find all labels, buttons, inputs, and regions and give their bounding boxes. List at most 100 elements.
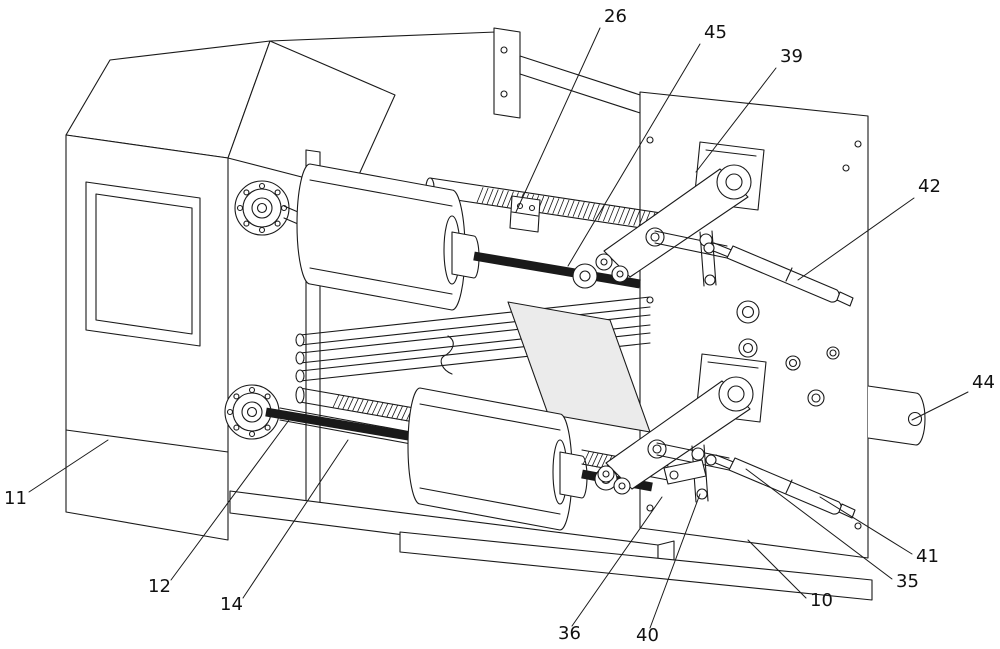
hatch-line	[591, 452, 599, 467]
roller-surface-line	[309, 179, 453, 207]
plate-hole	[788, 358, 798, 368]
arm-elbow-joint	[647, 439, 667, 459]
leader-line-10	[747, 539, 807, 599]
bolt-hole	[646, 504, 654, 512]
hatch-line	[567, 200, 575, 217]
bolt-hole	[274, 220, 281, 227]
ref-label-26: 26	[604, 6, 627, 27]
roller-bore	[616, 270, 624, 278]
hatch-line	[603, 205, 610, 222]
vertical-link-edge	[703, 444, 709, 502]
leader-line-41	[819, 496, 913, 555]
top-winding-shaft	[473, 251, 641, 289]
bottom-roller-body	[407, 387, 573, 531]
cylinder-band	[785, 267, 793, 282]
hatch-line	[381, 402, 389, 417]
roller-surface-line	[309, 267, 453, 295]
hatch-line	[376, 402, 384, 416]
hatch-line	[577, 201, 585, 218]
output-shaft-stub	[867, 385, 926, 446]
hatch-line	[481, 187, 489, 204]
vertical-link-edge	[711, 230, 717, 286]
rail-end-cap	[295, 351, 305, 365]
plate-edge-bolts	[646, 136, 862, 530]
leader-line-39	[695, 67, 777, 173]
plate-hole	[738, 338, 758, 358]
pinch-roller	[595, 253, 613, 271]
plate-hole	[742, 342, 754, 354]
ref-label-45: 45	[704, 22, 727, 43]
hatch-line	[342, 395, 350, 410]
leader-line-40	[649, 493, 701, 629]
bolt-hole	[236, 204, 244, 212]
hatch-line	[396, 405, 403, 420]
ref-label-41: 41	[916, 546, 939, 567]
bolt-hole	[854, 140, 862, 148]
hatch-line	[623, 208, 631, 225]
hatch-line	[600, 454, 608, 469]
bolt-hole	[226, 408, 234, 416]
roller-surface-line	[419, 487, 561, 515]
stub-bore	[907, 411, 923, 427]
plate-hole	[829, 349, 837, 357]
leader-line-44	[911, 391, 969, 421]
bearing-bore	[579, 270, 591, 282]
plate-hole	[736, 300, 760, 324]
leader-line-12	[170, 415, 293, 581]
screen-panel	[95, 193, 193, 335]
pivot-bore	[727, 385, 745, 403]
base-beam-front	[399, 531, 873, 601]
roller-surface-line	[419, 403, 561, 431]
bolt-hole	[243, 220, 250, 227]
bracket-seam	[705, 149, 757, 157]
roller-bore	[602, 470, 610, 478]
flange-bore	[246, 406, 258, 418]
bolt-hole	[233, 424, 240, 431]
upright-top-edge	[305, 149, 321, 153]
hatch-line	[618, 207, 626, 224]
bracket-bore	[669, 470, 679, 480]
bolt-hole	[248, 430, 256, 438]
hatch-line	[572, 201, 580, 217]
base-frame	[229, 490, 873, 601]
hatch-line	[596, 453, 604, 468]
bottom-shaft-edge	[279, 419, 423, 447]
flange-bore	[256, 202, 268, 214]
hatch-line	[476, 187, 484, 203]
hatch-line	[542, 196, 550, 213]
leader-line-35	[745, 468, 893, 580]
cabinet-seam-line	[65, 429, 229, 453]
hatch-line	[506, 191, 514, 208]
leader-line-42	[797, 197, 915, 281]
arm-pivot	[716, 164, 752, 200]
top-shaft-flange	[234, 180, 290, 236]
hatch-line	[633, 209, 641, 226]
ref-label-12: 12	[148, 576, 171, 597]
ref-label-39: 39	[780, 46, 803, 67]
hatch-line	[562, 199, 570, 216]
bolt-hole	[646, 136, 654, 144]
bolt-hole	[528, 204, 536, 212]
ref-label-10: 10	[810, 590, 833, 611]
hatch-line	[501, 190, 509, 207]
rod-clevis	[705, 454, 717, 466]
ref-label-36: 36	[558, 623, 581, 644]
link-joint	[704, 274, 716, 286]
damper-cylinder-bottom	[705, 454, 856, 519]
leader-line-14	[242, 439, 349, 599]
plate-hole	[785, 355, 801, 371]
hatch-line	[332, 394, 340, 408]
hatch-line	[371, 401, 379, 416]
hatch-line	[337, 394, 345, 409]
arm-elbow-joint	[645, 227, 665, 247]
hatch-line	[552, 198, 560, 214]
top-shaft-bearing	[572, 263, 598, 289]
bolt-hole	[274, 189, 281, 196]
ref-label-11: 11	[4, 488, 27, 509]
bottom-shaft-flange	[224, 384, 280, 440]
bolt-hole	[500, 46, 508, 54]
elbow-bore	[652, 444, 662, 454]
pivot-bore	[725, 173, 743, 191]
